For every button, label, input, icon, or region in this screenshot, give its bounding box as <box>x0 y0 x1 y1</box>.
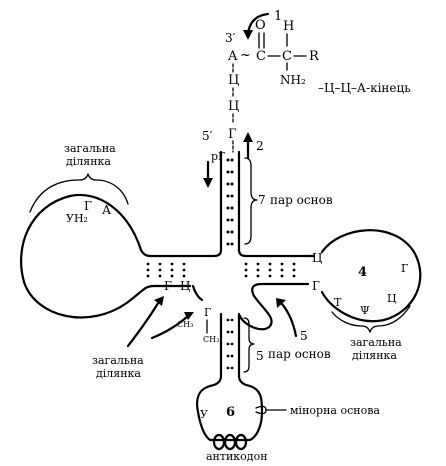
common-region-top-line2: ділянка <box>66 155 111 168</box>
base-g-acceptor: Г <box>228 127 237 142</box>
arrow-common-left-2-head <box>184 312 194 320</box>
ester-tilde: ~ <box>240 48 251 63</box>
label-pg: рГ <box>211 150 225 163</box>
junction-connector <box>191 284 204 302</box>
anticodon-base-2 <box>223 433 237 451</box>
anticodon-base-1 <box>212 433 226 451</box>
arrow-common-left-2 <box>150 314 190 340</box>
base-c-t: Ц <box>312 251 323 265</box>
acceptor-pairs-number: 7 <box>258 193 266 207</box>
arrow-5-head <box>276 298 286 308</box>
arrow-5 <box>280 302 298 338</box>
anticodon-pairs-label: пар основ <box>268 347 331 361</box>
base-g-modified: Г <box>204 306 211 319</box>
acceptor-brace <box>244 157 258 245</box>
label-5-variable: 5 <box>300 329 308 343</box>
base-g-junction: Г <box>164 279 172 293</box>
anticodon-bases <box>212 433 248 451</box>
base-a-dloop: А <box>102 203 111 217</box>
base-uh2: УН₂ <box>66 212 88 225</box>
d-arm-upper-strand <box>139 248 223 258</box>
label-4: 4 <box>358 265 367 280</box>
junction: Г Ц <box>164 248 310 331</box>
anticodon-base-3 <box>234 433 248 451</box>
alpha-carbon: C <box>282 49 292 64</box>
acceptor-strand: Ц Ц Г <box>228 63 239 153</box>
anticodon-loop <box>195 374 264 442</box>
label-2: 2 <box>256 139 264 153</box>
base-g-dloop: Г <box>84 199 92 213</box>
minor-base-label: мінорна основа <box>290 404 380 417</box>
anticodon-arm: Г СН₃ СН₃ 5 пар основ 6 У антикодон міно… <box>177 306 380 463</box>
arrow-down-left-head <box>203 178 213 188</box>
amino-acid-group: 1 3′ A ~ C O C H R NH₂ –Ц–Ц–А-кінець <box>225 9 411 95</box>
side-chain-r: R <box>309 49 320 64</box>
common-region-left: загальна ділянка <box>92 296 194 380</box>
d-loop <box>20 193 145 319</box>
base-g-t1: Г <box>312 279 320 293</box>
arrow-up-2-head <box>243 132 253 142</box>
d-arm-lower-strand <box>141 284 174 292</box>
acceptor-pair-dots <box>226 158 234 246</box>
carbonyl-carbon: C <box>256 49 266 64</box>
variable-loop <box>238 282 310 331</box>
anticodon-pair-dots <box>226 318 234 370</box>
hydrogen: H <box>283 19 294 34</box>
cca-end-label: –Ц–Ц–А-кінець <box>318 81 411 95</box>
common-region-left-line1: загальна <box>92 354 144 367</box>
acceptor-pairs-label: пар основ <box>270 193 333 207</box>
label-5prime: 5′ <box>202 129 213 143</box>
base-g-t2: Г <box>401 262 408 275</box>
methyl-1: СН₃ <box>177 320 193 329</box>
t-loop <box>320 229 422 323</box>
base-psi: Ψ <box>360 304 370 317</box>
anticodon-label: антикодон <box>206 450 268 463</box>
d-stem-dots <box>146 262 186 278</box>
common-region-top-line1: загальна <box>64 142 116 155</box>
anticodon-brace <box>243 317 255 373</box>
base-u-anticodon: У <box>200 408 208 421</box>
arrow-common-left-1-head <box>154 296 164 306</box>
acceptor-stem: 7 пар основ <box>219 150 333 252</box>
common-region-top-brace <box>29 173 129 213</box>
base-c1: Ц <box>228 73 239 88</box>
junction-right-curve <box>237 248 310 258</box>
common-region-left-line2: ділянка <box>96 367 141 380</box>
common-region-right-line2: ділянка <box>352 349 397 362</box>
base-c-junction: Ц <box>180 279 191 293</box>
common-region-right-line1: загальна <box>350 336 402 349</box>
base-a-terminal: A <box>227 49 238 64</box>
methyl-2: СН₃ <box>203 335 219 344</box>
base-c-loop: Ц <box>387 292 397 305</box>
arrow-1-head <box>243 30 253 40</box>
amino-group: NH₂ <box>280 73 306 87</box>
label-6: 6 <box>226 405 235 420</box>
t-stem-dots <box>244 262 296 278</box>
carbonyl-oxygen: O <box>255 18 266 33</box>
label-1: 1 <box>274 9 282 24</box>
base-t-loop: Т <box>334 296 342 309</box>
anticodon-pairs-number: 5 <box>256 349 264 363</box>
t-arm: Ц Г 4 Г Т Ψ Ц загальна ділянка <box>306 229 422 362</box>
arrow-common-left-1 <box>126 298 162 348</box>
common-region-right-brace <box>331 305 411 333</box>
label-3prime: 3′ <box>225 31 236 45</box>
d-arm: УН₂ Г А загальна ділянка <box>20 142 223 319</box>
base-c2: Ц <box>228 99 239 114</box>
